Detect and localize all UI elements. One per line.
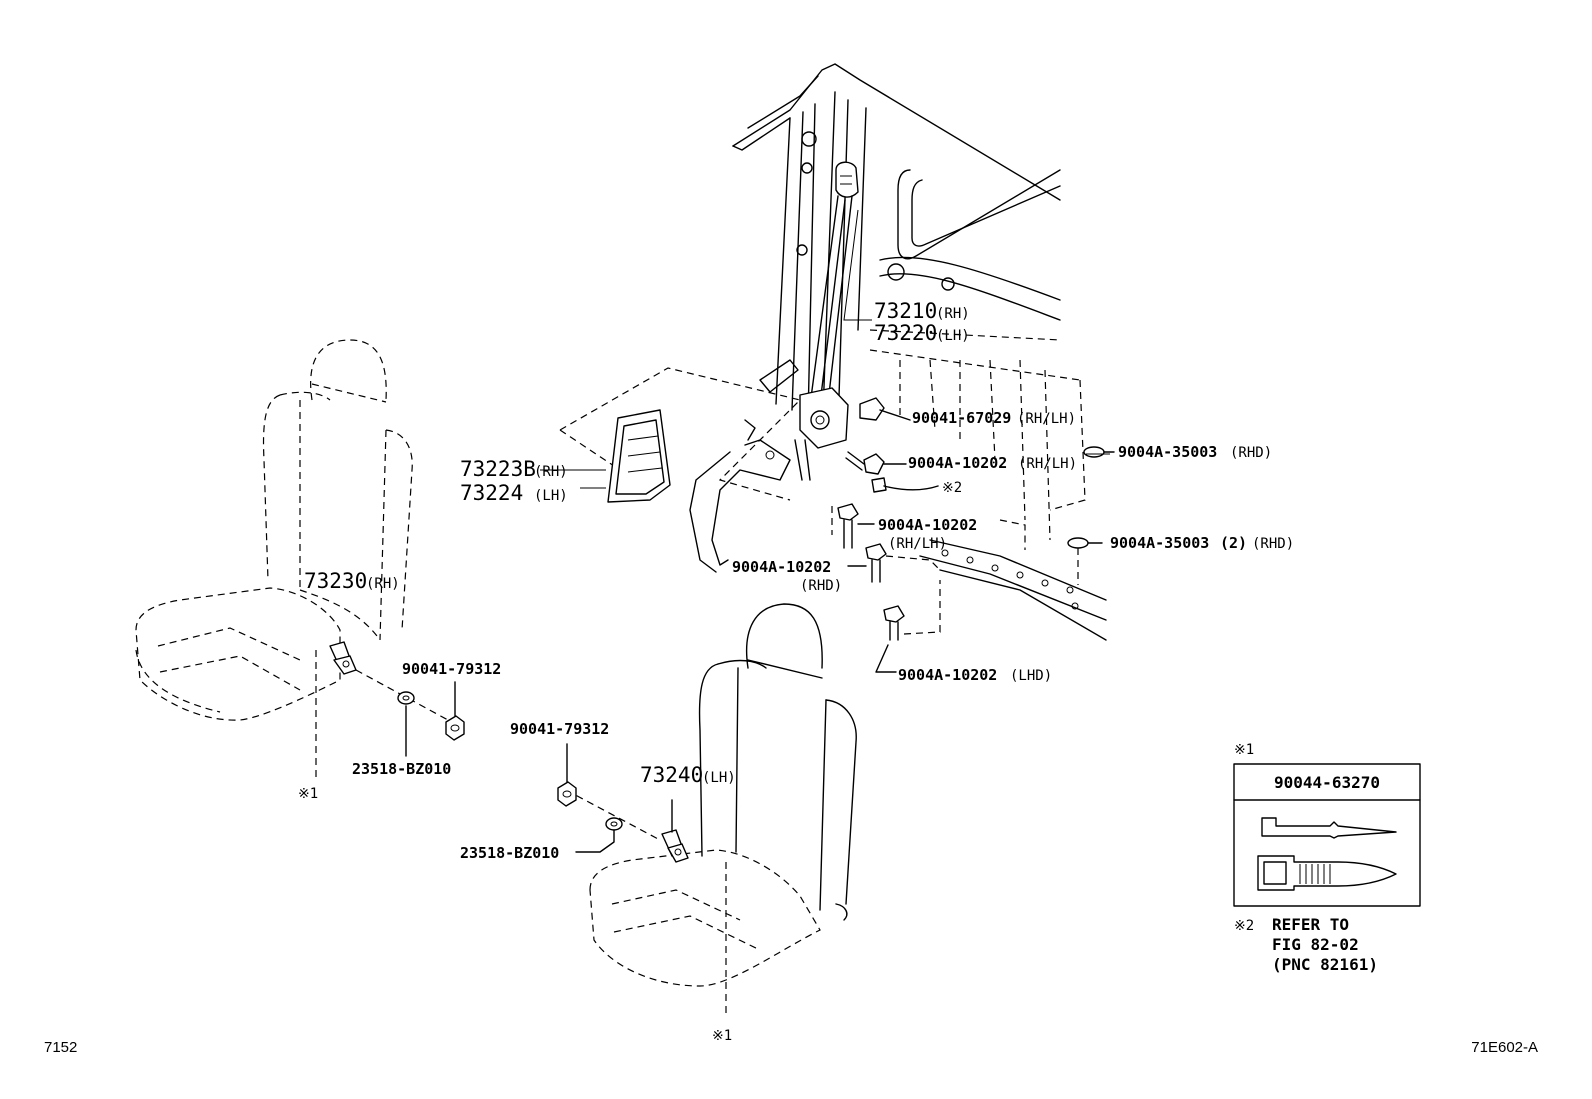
cover-lh-suffix: (LH) xyxy=(534,488,568,504)
belt-rh-number: 73210 xyxy=(874,299,937,323)
belt-lh-number: 73220 xyxy=(874,321,937,345)
buckle-rh-number: 73230 xyxy=(304,569,367,593)
plug-35003-b-suffix: (RHD) xyxy=(1252,536,1294,552)
plug-35003-b-label: 9004A-35003 xyxy=(1110,534,1209,552)
footer-right-code: 71E602-A xyxy=(1471,1039,1538,1056)
note1-mark: ※1 xyxy=(1234,742,1254,758)
notes-panel: ※1 90044-63270 ※2 REFER TO FIG 82-02 (PN… xyxy=(1233,742,1421,974)
belt-lh-suffix: (LH) xyxy=(936,328,970,344)
bolt-10202-d-label: 9004A-10202 xyxy=(898,666,997,684)
buckle-lh-suffix: (LH) xyxy=(702,770,736,786)
bolt-67029-suffix: (RH/LH) xyxy=(1017,411,1076,427)
nut-90041-79312-b xyxy=(557,743,577,807)
cab-body-structure xyxy=(689,63,1107,641)
clip-top-icon xyxy=(1257,855,1397,891)
nut-79312-a-label: 90041-79312 xyxy=(402,660,501,678)
clip-side-icon xyxy=(1261,817,1397,839)
plug-35003-a-suffix: (RHD) xyxy=(1230,445,1272,461)
note2-line3: (PNC 82161) xyxy=(1272,955,1378,974)
plug-9004a-35003-2-rhd xyxy=(1067,537,1103,585)
connector-ref-2 xyxy=(871,477,939,493)
bolt-10202-a-suffix: (RH/LH) xyxy=(1018,456,1077,472)
ref-mark-1-a: ※1 xyxy=(298,786,318,802)
nut-79312-b-label: 90041-79312 xyxy=(510,720,609,738)
bolt-10202-b-label: 9004A-10202 xyxy=(878,516,977,534)
note1-box xyxy=(1233,763,1421,907)
plug-35003-b-qty: (2) xyxy=(1220,534,1247,552)
buckle-rh-suffix: (RH) xyxy=(366,576,400,592)
cover-lh-number: 73224 xyxy=(460,481,523,505)
washer-23518-bz010-a xyxy=(397,691,415,757)
belt-rh-suffix: (RH) xyxy=(936,306,970,322)
washer-23518-bz010-b xyxy=(575,817,623,853)
cover-rh-suffix: (RH) xyxy=(534,464,568,480)
plug-35003-a-label: 9004A-35003 xyxy=(1118,443,1217,461)
bolt-10202-c-label: 9004A-10202 xyxy=(732,558,831,576)
bolt-9004a-10202-rh-lh-mid xyxy=(831,503,875,549)
buckle-73230-rh xyxy=(315,641,449,780)
washer-bz010-a-label: 23518-BZ010 xyxy=(352,760,451,778)
bolt-10202-b-suffix: (RH/LH) xyxy=(888,536,947,552)
nut-90041-79312-a xyxy=(445,681,465,741)
note1-part-number: 90044-63270 xyxy=(1274,773,1380,792)
ref-mark-2-label: ※2 xyxy=(942,480,962,496)
seat-belt-assembly xyxy=(794,161,859,481)
leader-lines xyxy=(843,209,1110,455)
footer-left-code: 7152 xyxy=(44,1039,77,1056)
washer-bz010-b-label: 23518-BZ010 xyxy=(460,844,559,862)
buckle-73240-lh xyxy=(565,789,727,1018)
bolt-9004a-10202-rh-lh-upper xyxy=(845,451,907,475)
part-labels: 73210 (RH) 73220 (LH) 73223B (RH) 73224 … xyxy=(298,299,1294,1044)
buckle-lh-number: 73240 xyxy=(640,763,703,787)
seat-rh xyxy=(135,339,413,721)
bolt-10202-c-suffix: (RHD) xyxy=(800,578,842,594)
ref-mark-1-b: ※1 xyxy=(712,1028,732,1044)
bolt-90041-67029 xyxy=(859,397,911,421)
bolt-9004a-10202-rhd xyxy=(847,543,941,583)
note2-line1: REFER TO xyxy=(1272,915,1349,934)
plug-9004a-35003-rhd-upper xyxy=(1083,446,1115,458)
bolt-10202-a-label: 9004A-10202 xyxy=(908,454,1007,472)
bolt-9004a-10202-lhd xyxy=(875,580,941,673)
seat-lh xyxy=(589,603,857,987)
bolt-67029-label: 90041-67029 xyxy=(912,409,1011,427)
pillar-cover xyxy=(540,367,802,503)
note2-mark: ※2 xyxy=(1234,918,1254,934)
note2-line2: FIG 82-02 xyxy=(1272,935,1359,954)
bolt-10202-d-suffix: (LHD) xyxy=(1010,668,1052,684)
cover-rh-number: 73223B xyxy=(460,457,536,481)
